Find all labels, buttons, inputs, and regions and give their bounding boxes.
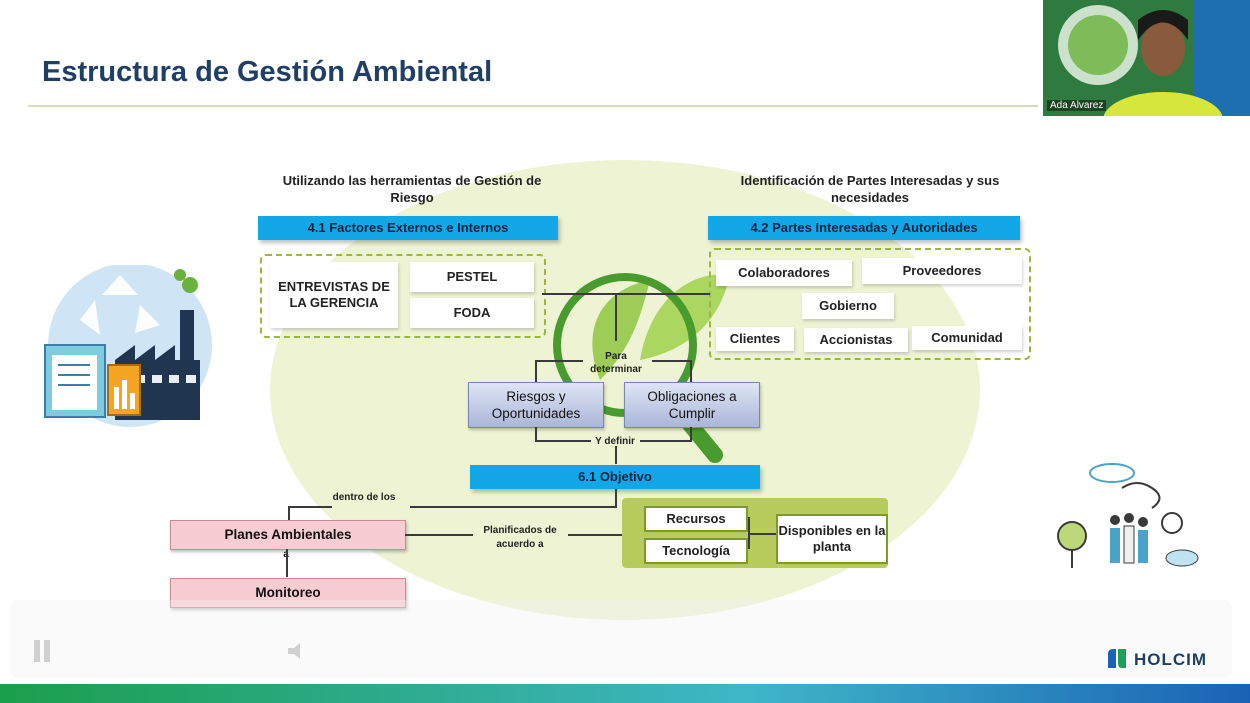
left-heading: Utilizando las herramientas de Gestión d…	[282, 173, 542, 205]
box-entrevistas: ENTREVISTAS DE LA GERENCIA	[270, 262, 398, 328]
connector-tools-parties	[542, 293, 710, 295]
pause-icon[interactable]	[34, 640, 40, 662]
factory-recycle-illustration	[44, 265, 212, 427]
label-y-definir: Y definir	[595, 436, 635, 447]
box-recursos: Recursos	[644, 506, 748, 532]
connector-to-disponibles	[750, 533, 776, 535]
connector-riesgos-down	[535, 427, 537, 441]
title-divider	[28, 105, 1038, 107]
participant-name: Ada Alvarez	[1047, 100, 1107, 111]
box-accionistas: Accionistas	[804, 328, 908, 352]
right-heading: Identificación de Partes Interesadas y s…	[740, 173, 1000, 205]
holcim-logo-text: HOLCIM	[1134, 650, 1208, 669]
connector-obligaciones-down	[690, 427, 692, 441]
box-proveedores: Proveedores	[862, 258, 1022, 284]
connector-split-left	[535, 360, 583, 362]
connector-to-planes-horizontal	[288, 506, 332, 508]
risk-tools-group	[260, 254, 546, 338]
box-comunidad: Comunidad	[912, 326, 1022, 350]
video-controls-overlay	[10, 600, 1232, 678]
box-colaboradores: Colaboradores	[716, 260, 852, 286]
bar-external-internal-factors: 4.1 Factores Externos e Internos	[258, 216, 558, 240]
box-foda: FODA	[410, 298, 534, 328]
box-riesgos-oportunidades: Riesgos y Oportunidades	[468, 382, 604, 428]
connector-join-left	[535, 440, 591, 442]
label-planificados: Planificados de acuerdo a	[483, 525, 557, 550]
bottom-brand-bar	[0, 684, 1250, 703]
bar-interested-parties: 4.2 Partes Interesadas y Autoridades	[708, 216, 1020, 240]
connector-resources-join	[748, 517, 750, 549]
box-disponibles: Disponibles en la planta	[776, 514, 888, 564]
box-obligaciones: Obligaciones a Cumplir	[624, 382, 760, 428]
label-para-determinar: Para determinar	[590, 351, 642, 375]
bar-objetivo: 6.1 Objetivo	[470, 465, 760, 489]
connector-down	[615, 293, 617, 341]
connector-objetivo-left	[410, 506, 617, 508]
community-handshake-illustration	[1057, 463, 1199, 568]
pause-icon-bar	[44, 640, 50, 662]
connector-join-right	[640, 440, 692, 442]
connector-objetivo-down	[615, 489, 617, 507]
box-gobierno: Gobierno	[802, 293, 894, 319]
participant-video-feed	[1043, 0, 1250, 116]
connector-split-right	[652, 360, 692, 362]
parties-group	[709, 248, 1031, 360]
box-clientes: Clientes	[716, 327, 794, 351]
connector-to-resources	[568, 534, 622, 536]
connector-planes-monitoreo	[286, 549, 288, 577]
box-monitoreo: Monitoreo	[170, 578, 406, 608]
holcim-logo-icon	[1108, 649, 1126, 668]
box-planes-ambientales: Planes Ambientales	[170, 520, 406, 550]
connector-to-riesgos	[535, 360, 537, 382]
volume-icon[interactable]	[286, 640, 312, 662]
box-pestel: PESTEL	[410, 262, 534, 292]
connector-to-obligaciones	[690, 360, 692, 382]
label-dentro-de-los: dentro de los	[332, 492, 396, 503]
participant-video[interactable]: Ada Alvarez	[1043, 0, 1250, 116]
box-tecnologia: Tecnología	[644, 538, 748, 564]
connector-planes-right	[405, 534, 473, 536]
connector-to-planes	[288, 506, 290, 520]
slide-title: Estructura de Gestión Ambiental	[42, 56, 493, 88]
connector-to-objetivo	[615, 446, 617, 464]
